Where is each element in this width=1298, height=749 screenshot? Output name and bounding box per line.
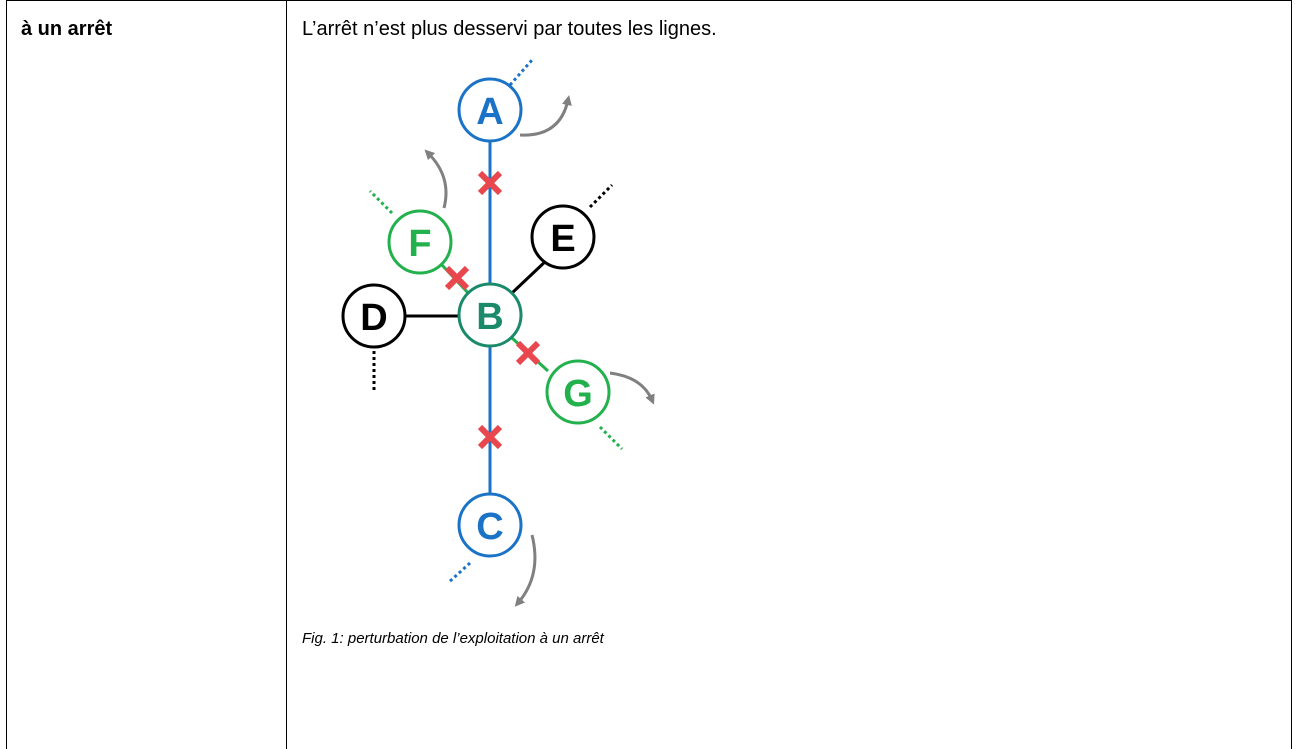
stop-node-label: C [476, 506, 503, 548]
figure-caption: Fig. 1: perturbation de l’exploitation à… [302, 630, 604, 647]
stop-node-circle [530, 204, 596, 270]
stop-node-label: E [550, 218, 575, 260]
table-border-left [6, 0, 7, 749]
cross-b-c [477, 424, 503, 450]
stop-node-c: C [457, 492, 523, 558]
stop-node-circle [545, 359, 611, 425]
cross-f-b [444, 265, 470, 291]
reroute-arrow-f [424, 149, 448, 209]
stop-disruption-diagram: A B C D E F G [341, 59, 655, 607]
stop-node-label: B [476, 296, 503, 338]
stop-node-circle [457, 77, 523, 143]
dotted-g [598, 425, 624, 451]
stop-node-g: G [545, 359, 611, 425]
reroute-arrow-a [519, 95, 572, 137]
stop-node-label: G [563, 373, 593, 415]
row-description: L’arrêt n’est plus desservi par toutes l… [302, 18, 717, 40]
dotted-f [368, 189, 394, 215]
cross-b-g [515, 340, 541, 366]
stop-node-circle [457, 282, 523, 348]
stop-node-circle [457, 492, 523, 558]
stop-node-b: B [457, 282, 523, 348]
table-column-divider [286, 0, 287, 749]
table-border-top [6, 0, 1292, 1]
stop-node-d: D [341, 283, 407, 349]
reroute-arrow-c [514, 534, 537, 607]
stop-node-circle [387, 209, 453, 275]
stop-node-label: D [360, 297, 387, 339]
dotted-e [588, 183, 614, 209]
table-border-right [1291, 0, 1292, 749]
line-b-e [510, 257, 550, 295]
stop-node-label: F [408, 223, 431, 265]
stop-node-f: F [387, 209, 453, 275]
dotted-c [446, 561, 472, 585]
dotted-a [508, 59, 534, 86]
row-term: à un arrêt [21, 18, 113, 40]
stop-node-e: E [530, 204, 596, 270]
reroute-arrow-g [609, 371, 655, 405]
stop-node-label: A [476, 91, 503, 133]
cross-a-b [477, 170, 503, 196]
stop-node-a: A [457, 77, 523, 143]
stop-node-circle [341, 283, 407, 349]
